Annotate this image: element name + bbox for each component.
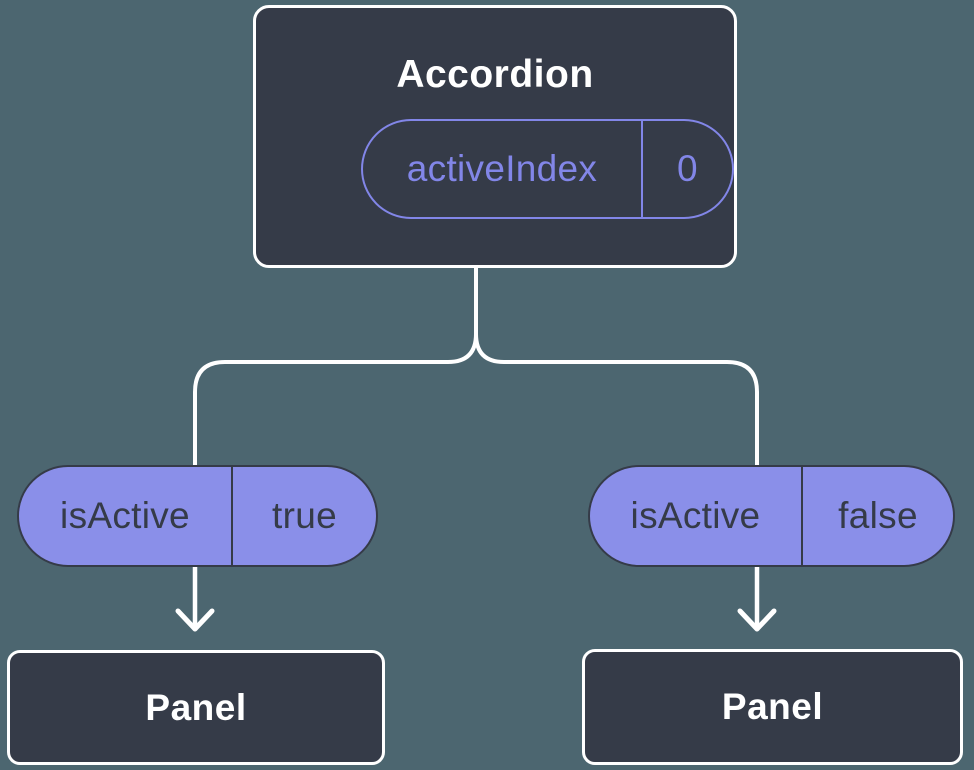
panel-node-right: Panel: [582, 649, 963, 765]
prop-name: isActive: [19, 467, 233, 565]
prop-pill-right: isActive false: [588, 465, 955, 567]
arrow-down-right-icon: [737, 567, 777, 632]
accordion-node-label: Accordion: [396, 53, 594, 96]
arrow-down-left-icon: [175, 567, 215, 632]
panel-node-left: Panel: [7, 650, 385, 765]
state-name: activeIndex: [363, 121, 643, 217]
panel-node-label: Panel: [145, 686, 247, 728]
state-pill: activeIndex 0: [361, 119, 734, 219]
prop-name: isActive: [590, 467, 803, 565]
state-value: 0: [677, 148, 698, 189]
prop-value: true: [272, 495, 337, 536]
branch-right-line: [474, 268, 759, 465]
prop-pill-left: isActive true: [17, 465, 378, 567]
accordion-node: Accordion: [253, 5, 737, 268]
branch-left-line: [193, 268, 478, 465]
prop-value: false: [838, 495, 918, 536]
panel-node-label: Panel: [721, 686, 824, 727]
